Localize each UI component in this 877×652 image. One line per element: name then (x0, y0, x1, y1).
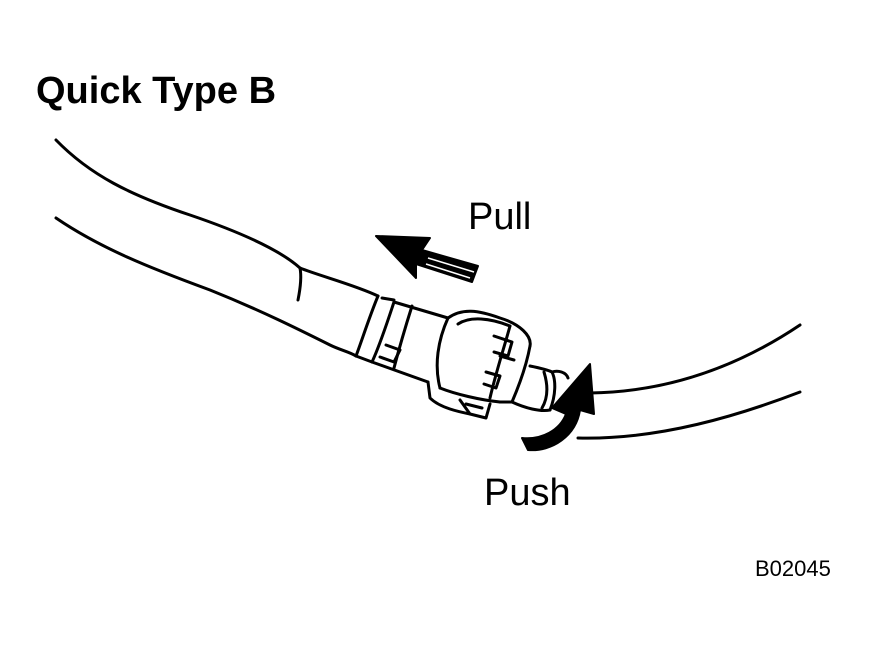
figure-code: B02045 (755, 556, 831, 581)
right-hose (576, 323, 802, 440)
retainer-collar (438, 309, 532, 404)
diagram-title: Quick Type B (36, 70, 277, 112)
connector-body (370, 300, 492, 420)
push-label: Push (484, 472, 571, 514)
tube-sleeve (354, 294, 396, 364)
pull-arrow-icon (375, 235, 479, 283)
pull-label: Pull (468, 196, 532, 238)
push-arrow-icon (521, 363, 595, 452)
pipe-end (510, 364, 570, 412)
left-hose (54, 138, 380, 358)
